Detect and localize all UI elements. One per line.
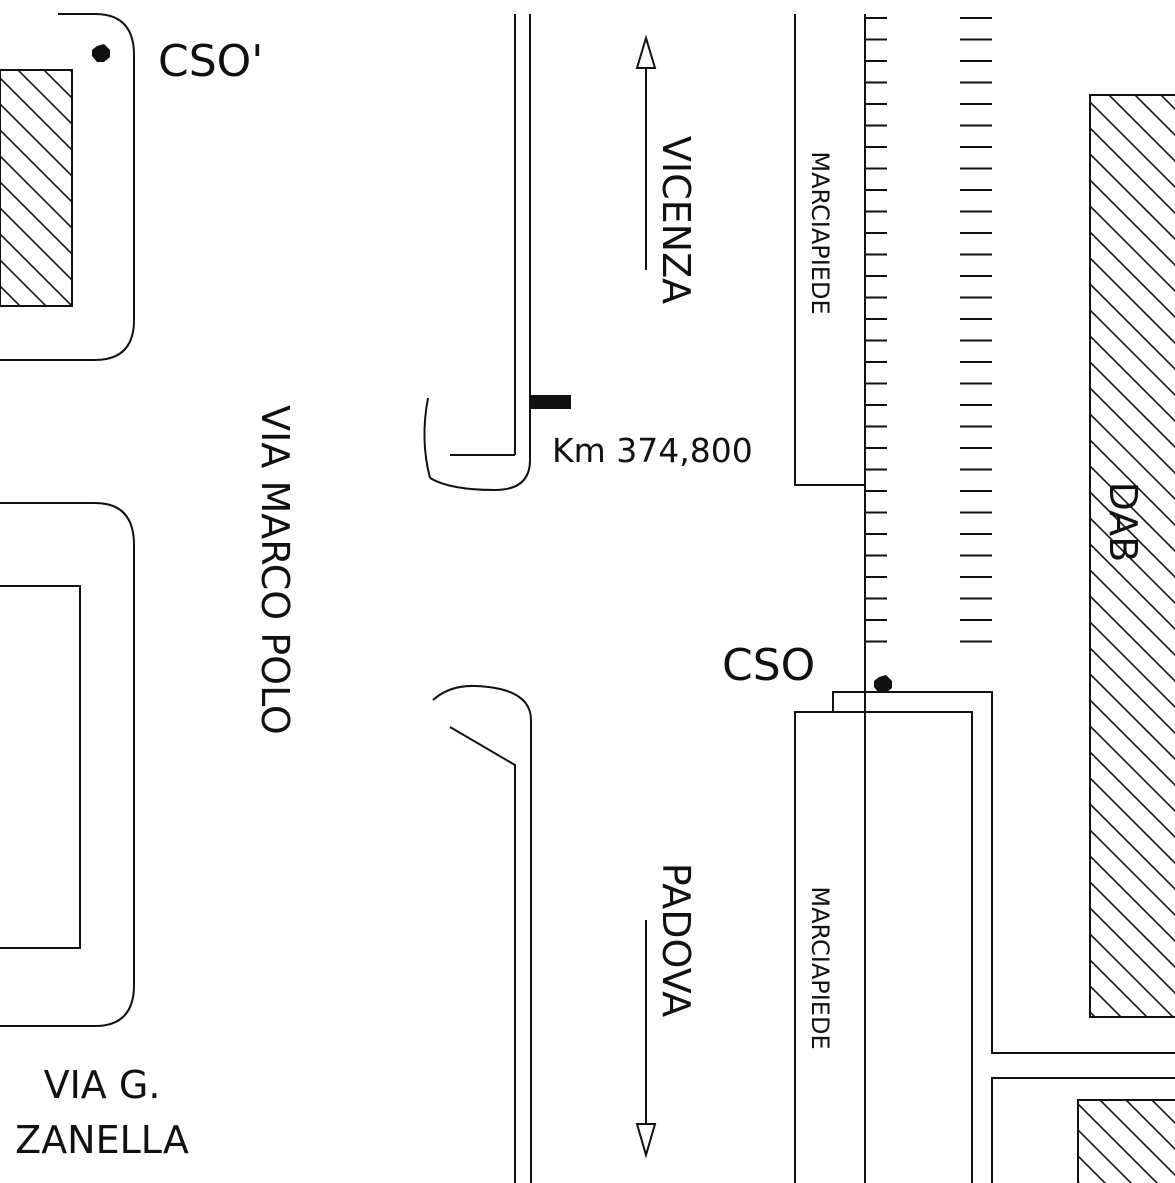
vicenza-label: VICENZA [654,136,698,304]
road-south-edge [432,684,532,1183]
sidewalk-bottom [794,675,1175,1183]
km-marker-label: Km 374,800 [552,431,753,470]
block-bottom-left [0,502,135,1027]
building-bottom-right [1077,1099,1175,1183]
padova-label: PADOVA [654,863,698,1018]
road-north-edge [423,14,571,492]
via-marco-polo-label: VIA MARCO POLO [253,405,297,735]
block-top-left [0,13,135,361]
marciapiede-top-label: MARCIAPIEDE [806,151,834,314]
cso-bottom-marker-icon [874,675,892,693]
via-zanella-label-line2: ZANELLA [15,1118,189,1162]
via-zanella-label-line1: VIA G. [44,1063,161,1107]
arrow-to-vicenza [635,34,657,270]
cso-bottom-label: CSO [722,640,815,691]
arrow-to-padova [635,920,657,1159]
km-marker-post [531,395,571,409]
building-top-left [0,69,73,307]
dab-label: DAB [1101,482,1145,563]
building-dab [1089,94,1175,1018]
cso-top-marker-icon [92,44,110,62]
marciapiede-bottom-label: MARCIAPIEDE [806,886,834,1049]
cso-top-label: CSO' [158,36,263,87]
railway-track-ticks [865,17,992,643]
